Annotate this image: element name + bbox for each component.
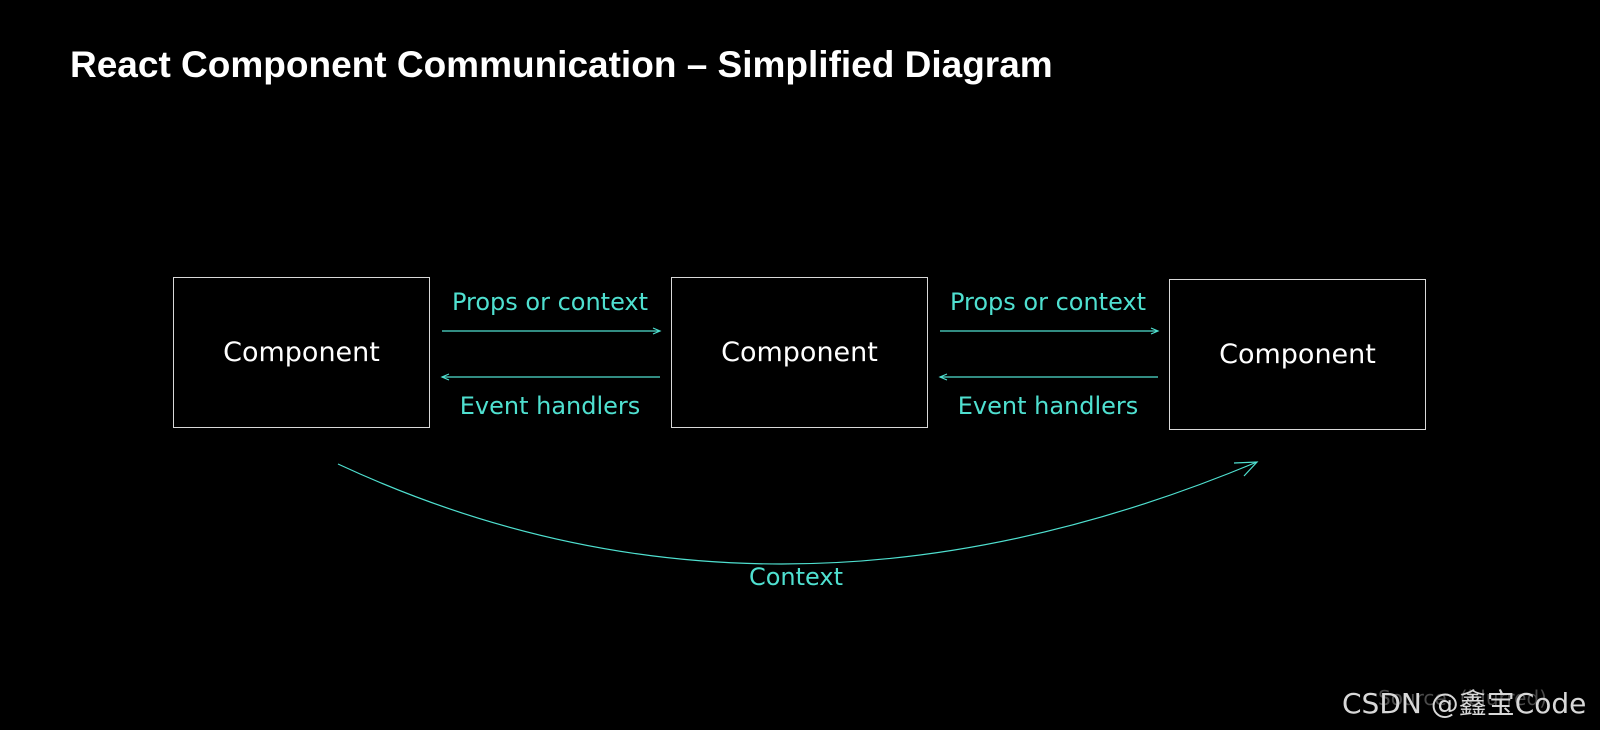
events-arrow-2 bbox=[938, 373, 1158, 381]
events-arrow-1 bbox=[440, 373, 660, 381]
events-label-2: Event handlers bbox=[957, 392, 1139, 420]
component-box-2: Component bbox=[671, 277, 928, 428]
source-note: Source: (blurred) bbox=[1378, 686, 1547, 710]
props-arrow-2 bbox=[940, 327, 1160, 335]
context-label: Context bbox=[748, 563, 844, 591]
component-box-1: Component bbox=[173, 277, 430, 428]
props-label-2: Props or context bbox=[949, 288, 1147, 316]
component-label: Component bbox=[1219, 339, 1376, 370]
props-arrow-1 bbox=[442, 327, 662, 335]
watermark: CSDN @鑫宝Code bbox=[1342, 687, 1587, 720]
component-box-3: Component bbox=[1169, 279, 1426, 430]
events-label-1: Event handlers bbox=[459, 392, 641, 420]
component-label: Component bbox=[721, 337, 878, 368]
component-label: Component bbox=[223, 337, 380, 368]
context-arc-arrow bbox=[337, 461, 1259, 565]
page-title: React Component Communication – Simplifi… bbox=[70, 44, 1053, 85]
props-label-1: Props or context bbox=[451, 288, 649, 316]
